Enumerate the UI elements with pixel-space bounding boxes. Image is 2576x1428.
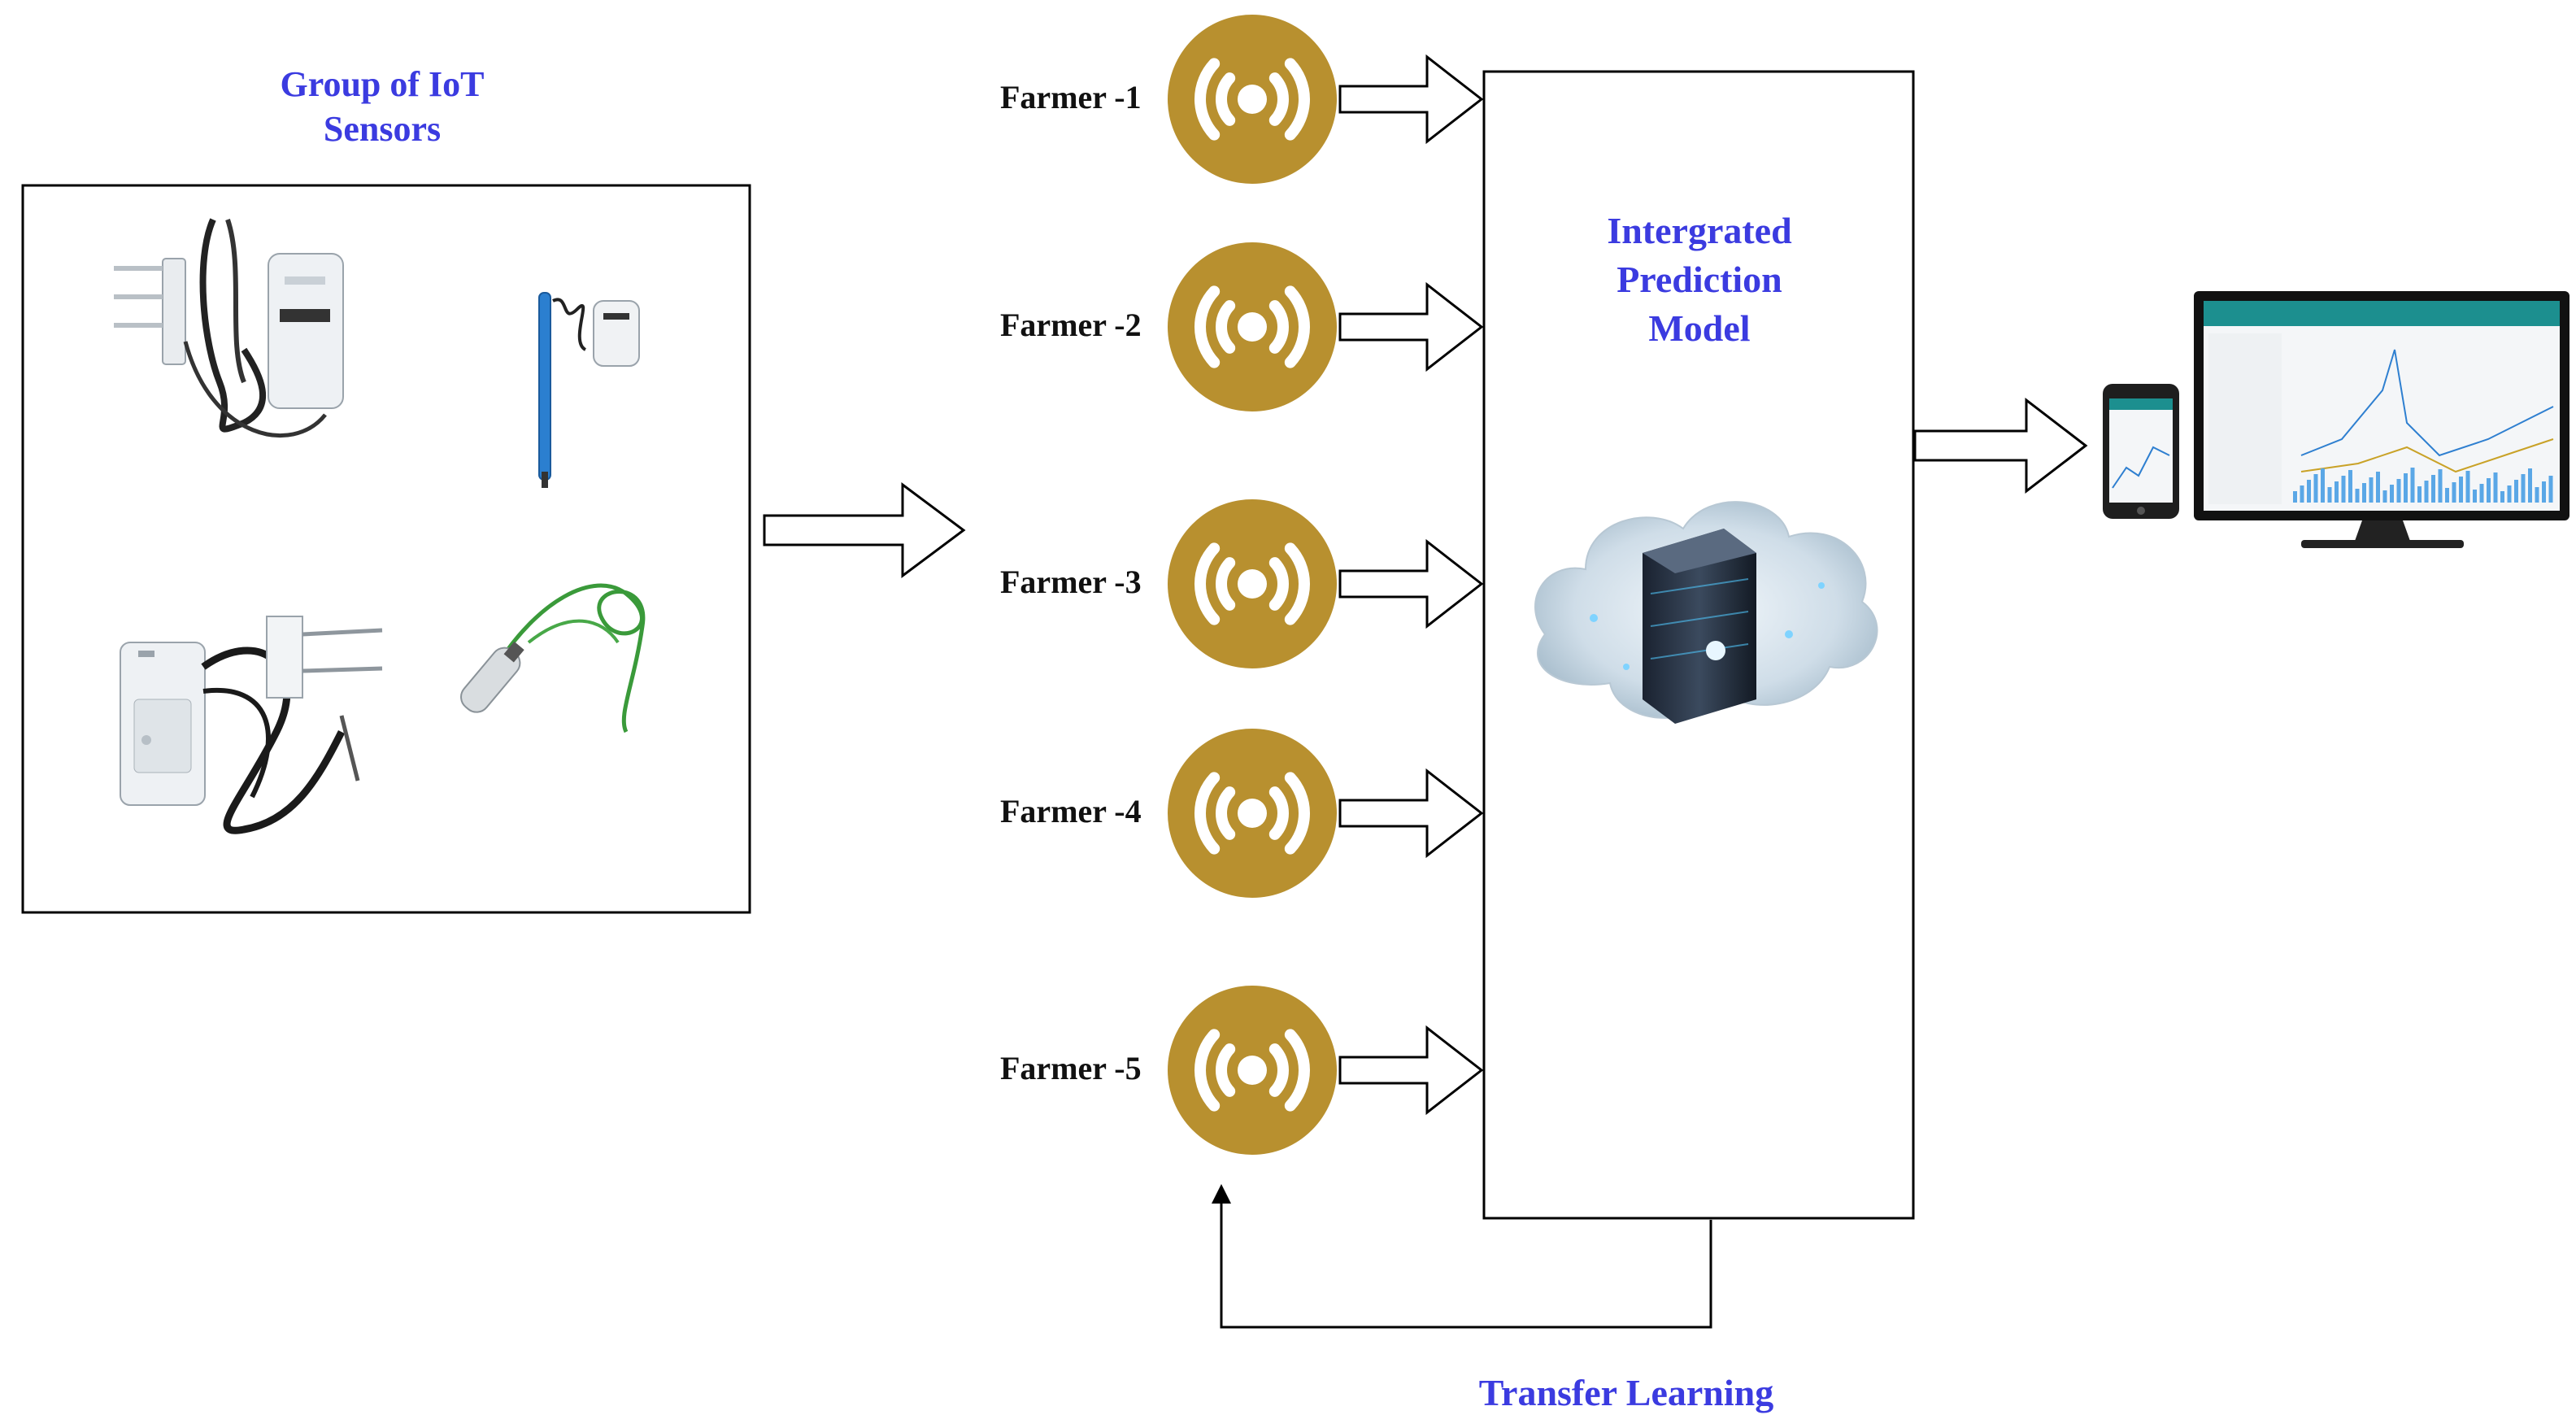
monitor-bar xyxy=(2465,471,2470,503)
monitor-bar xyxy=(2514,480,2518,503)
arrow-farmer-2-to-model xyxy=(1338,281,1484,372)
sensor-device-icon xyxy=(120,616,383,834)
transfer-learning-label: Transfer Learning xyxy=(1478,1372,1774,1413)
model-title-line2: Prediction xyxy=(1617,259,1782,300)
monitor-bar xyxy=(2521,474,2526,503)
monitor-bar xyxy=(2321,468,2325,503)
monitor-bar xyxy=(2500,491,2504,503)
transfer-learning-arrowhead xyxy=(1212,1184,1231,1204)
monitor-bar xyxy=(2493,472,2498,503)
monitor-bar xyxy=(2479,484,2484,503)
sensors-group-title: Group of IoT Sensors xyxy=(236,62,529,151)
sensors-title-line1: Group of IoT xyxy=(280,64,485,104)
prediction-model-title: Intergrated Prediction Model xyxy=(1529,207,1870,353)
monitor-bar xyxy=(2452,482,2456,503)
farmer-node-5 xyxy=(1168,986,1484,1155)
monitor-bar xyxy=(2382,490,2387,503)
transfer-learning-line xyxy=(1220,1195,1712,1329)
monitor-bar xyxy=(2341,476,2346,503)
monitor-bar xyxy=(2487,478,2491,503)
arrow-farmer-4-to-model xyxy=(1338,768,1484,859)
wireless-signal-icon xyxy=(1168,15,1337,184)
monitor-bar xyxy=(2431,475,2435,503)
monitor-bar xyxy=(2424,481,2429,503)
phone-icon xyxy=(2103,384,2179,519)
monitor-bar xyxy=(2548,476,2553,503)
monitor-bar xyxy=(2445,488,2449,503)
wireless-signal-icon xyxy=(1168,242,1337,411)
wireless-signal-icon xyxy=(1168,986,1337,1155)
model-title-line3: Model xyxy=(1648,307,1751,349)
monitor-bar xyxy=(2313,474,2318,503)
monitor-bar xyxy=(2528,468,2532,503)
arrow-sensors-to-farmers xyxy=(763,482,966,578)
farmer-node-3 xyxy=(1168,499,1484,668)
sensor-device-icon xyxy=(460,583,646,734)
monitor-bar xyxy=(2396,479,2401,503)
farmer-label-3: Farmer -3 xyxy=(1000,564,1142,600)
monitor-bar xyxy=(2390,485,2394,503)
arrow-farmer-5-to-model xyxy=(1338,1025,1484,1116)
monitor-bar xyxy=(2507,485,2512,503)
monitor-bar xyxy=(2542,481,2546,503)
monitor-bar xyxy=(2404,473,2408,503)
monitor-bar xyxy=(2459,477,2463,503)
sensor-device-icon xyxy=(114,218,344,438)
monitor-bar xyxy=(2473,490,2477,503)
arrow-farmer-3-to-model xyxy=(1338,538,1484,629)
monitor-bar xyxy=(2362,483,2366,503)
cloud-server-icon xyxy=(1534,501,1878,724)
monitor-bar xyxy=(2376,472,2380,503)
farmer-label-2: Farmer -2 xyxy=(1000,307,1142,343)
farmer-label-1: Farmer -1 xyxy=(1000,79,1142,115)
arrow-farmer-1-to-model xyxy=(1338,54,1484,145)
monitor-bar xyxy=(2327,487,2332,503)
monitor-bar xyxy=(2417,486,2422,503)
monitor-bar xyxy=(2438,469,2443,503)
monitor-icon xyxy=(2194,291,2569,548)
sensor-device-icon xyxy=(538,292,640,488)
wireless-signal-icon xyxy=(1168,729,1337,898)
monitor-bar xyxy=(2369,477,2374,503)
monitor-bar xyxy=(2293,491,2297,503)
monitor-bar xyxy=(2300,485,2304,503)
monitor-bar xyxy=(2410,468,2415,503)
farmer-label-5: Farmer -5 xyxy=(1000,1050,1142,1086)
sensors-title-line2: Sensors xyxy=(323,109,442,149)
farmer-node-2 xyxy=(1168,242,1484,411)
monitor-bar xyxy=(2348,470,2352,503)
farmer-node-1 xyxy=(1168,15,1484,184)
model-title-line1: Intergrated xyxy=(1607,210,1792,251)
farmer-label-4: Farmer -4 xyxy=(1000,793,1142,829)
arrow-model-to-devices xyxy=(1913,397,2088,494)
monitor-bar xyxy=(2355,489,2360,503)
monitor-bar xyxy=(2307,480,2311,503)
wireless-signal-icon xyxy=(1168,499,1337,668)
monitor-bar xyxy=(2535,487,2539,503)
monitor-bar xyxy=(2334,481,2339,503)
farmer-node-4 xyxy=(1168,729,1484,898)
